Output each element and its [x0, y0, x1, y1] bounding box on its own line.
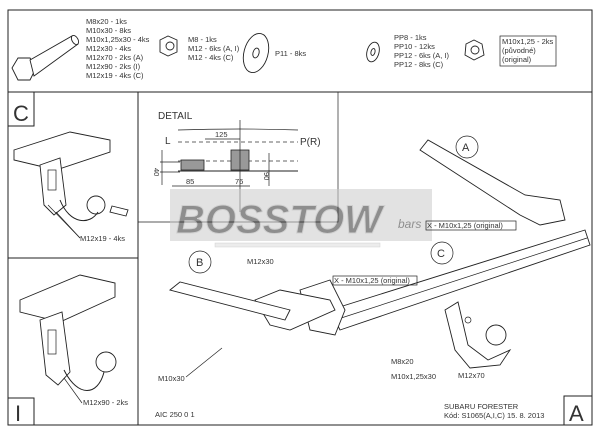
drawing-frame	[7, 9, 593, 426]
washer-spec: PP10 - 12ks	[394, 42, 435, 51]
nut-spec: M8 - 1ks	[188, 35, 217, 44]
dimension: 125	[215, 130, 228, 139]
bolt-spec: M10x30 - 8ks	[86, 26, 131, 35]
flange-nut-spec: (original)	[502, 55, 532, 64]
callout-m10x125x30: M10x1,25x30	[391, 372, 436, 381]
detail-drawing	[160, 120, 299, 212]
flange-nut-spec: M10x1,25 - 2ks	[502, 37, 554, 46]
dimension: 85	[186, 177, 194, 186]
callout-a: A	[455, 135, 479, 159]
view-letter-box	[8, 397, 35, 425]
drawing-number: AIC 250 0 1	[155, 410, 195, 419]
flange-nut-spec: (původné)	[502, 46, 536, 55]
svg-text:A: A	[462, 142, 470, 154]
view-c-drawing	[13, 131, 129, 222]
view-letter-i: I	[15, 401, 21, 426]
washer-spec: PP12 - 6ks (A, I)	[394, 51, 450, 60]
vehicle-name: SUBARU FORESTER	[444, 402, 519, 411]
washer-icon	[366, 41, 380, 63]
flange-nut-box	[499, 35, 557, 67]
nut-spec: M12 - 4ks (C)	[188, 53, 234, 62]
main-assembly	[169, 139, 591, 369]
bolt-icon	[11, 34, 80, 81]
bolt-spec: M12x19 - 4ks (C)	[86, 71, 144, 80]
washer-spec: PP12 - 8ks (C)	[394, 60, 444, 69]
callout-label: M12x90 - 2ks	[83, 398, 128, 407]
dimension: 90	[262, 172, 271, 180]
callout-box	[332, 275, 418, 286]
callout-m10x30: M10x30	[158, 374, 185, 383]
watermark-text: BOSSTOW	[176, 198, 385, 242]
watermark-sub: bars	[398, 217, 421, 231]
detail-right: P(R)	[300, 137, 321, 148]
svg-text:B: B	[196, 257, 203, 269]
large-washer-icon	[242, 32, 270, 74]
drawing-code: Kód: S1065(A,I,C) 15. 8. 2013	[444, 411, 544, 420]
callout-x-lower: X - M10x1,25 (original)	[334, 276, 410, 285]
dimension: 76	[235, 177, 243, 186]
washer-spec: PP8 - 1ks	[394, 33, 427, 42]
bolt-spec: M8x20 - 1ks	[86, 17, 127, 26]
bolt-spec: M12x90 - 2ks (I)	[86, 62, 141, 71]
callout-label: M12x19 - 4ks	[80, 234, 125, 243]
svg-text:C: C	[437, 248, 445, 260]
view-letter-c: C	[13, 101, 29, 126]
view-letter-box	[563, 395, 592, 425]
callout-x-upper: X - M10x1,25 (original)	[427, 221, 503, 230]
dimension: 40	[152, 168, 161, 176]
callout-m12x30: M12x30	[247, 257, 274, 266]
callout-box	[425, 220, 517, 231]
bolt-spec: M10x1,25x30 - 4ks	[86, 35, 150, 44]
callout-m12x70: M12x70	[458, 371, 485, 380]
hex-nut-icon	[159, 35, 178, 57]
callout-b: B	[188, 250, 212, 274]
callout-m8x20: M8x20	[391, 357, 414, 366]
detail-title: DETAIL	[158, 111, 193, 122]
view-letter-box	[8, 92, 35, 127]
view-i-drawing	[19, 274, 117, 391]
bolt-spec: M12x30 - 4ks	[86, 44, 131, 53]
callout-c: C	[430, 241, 454, 265]
detail-left: L	[165, 136, 171, 147]
view-letter-a: A	[569, 401, 584, 426]
nut-spec: M12 - 6ks (A, I)	[188, 44, 240, 53]
watermark-logo: BOSSTOW bars	[170, 189, 432, 248]
flange-nut-icon	[464, 39, 485, 61]
washer-spec: P11 - 8ks	[275, 49, 306, 58]
bolt-spec: M12x70 - 2ks (A)	[86, 53, 144, 62]
